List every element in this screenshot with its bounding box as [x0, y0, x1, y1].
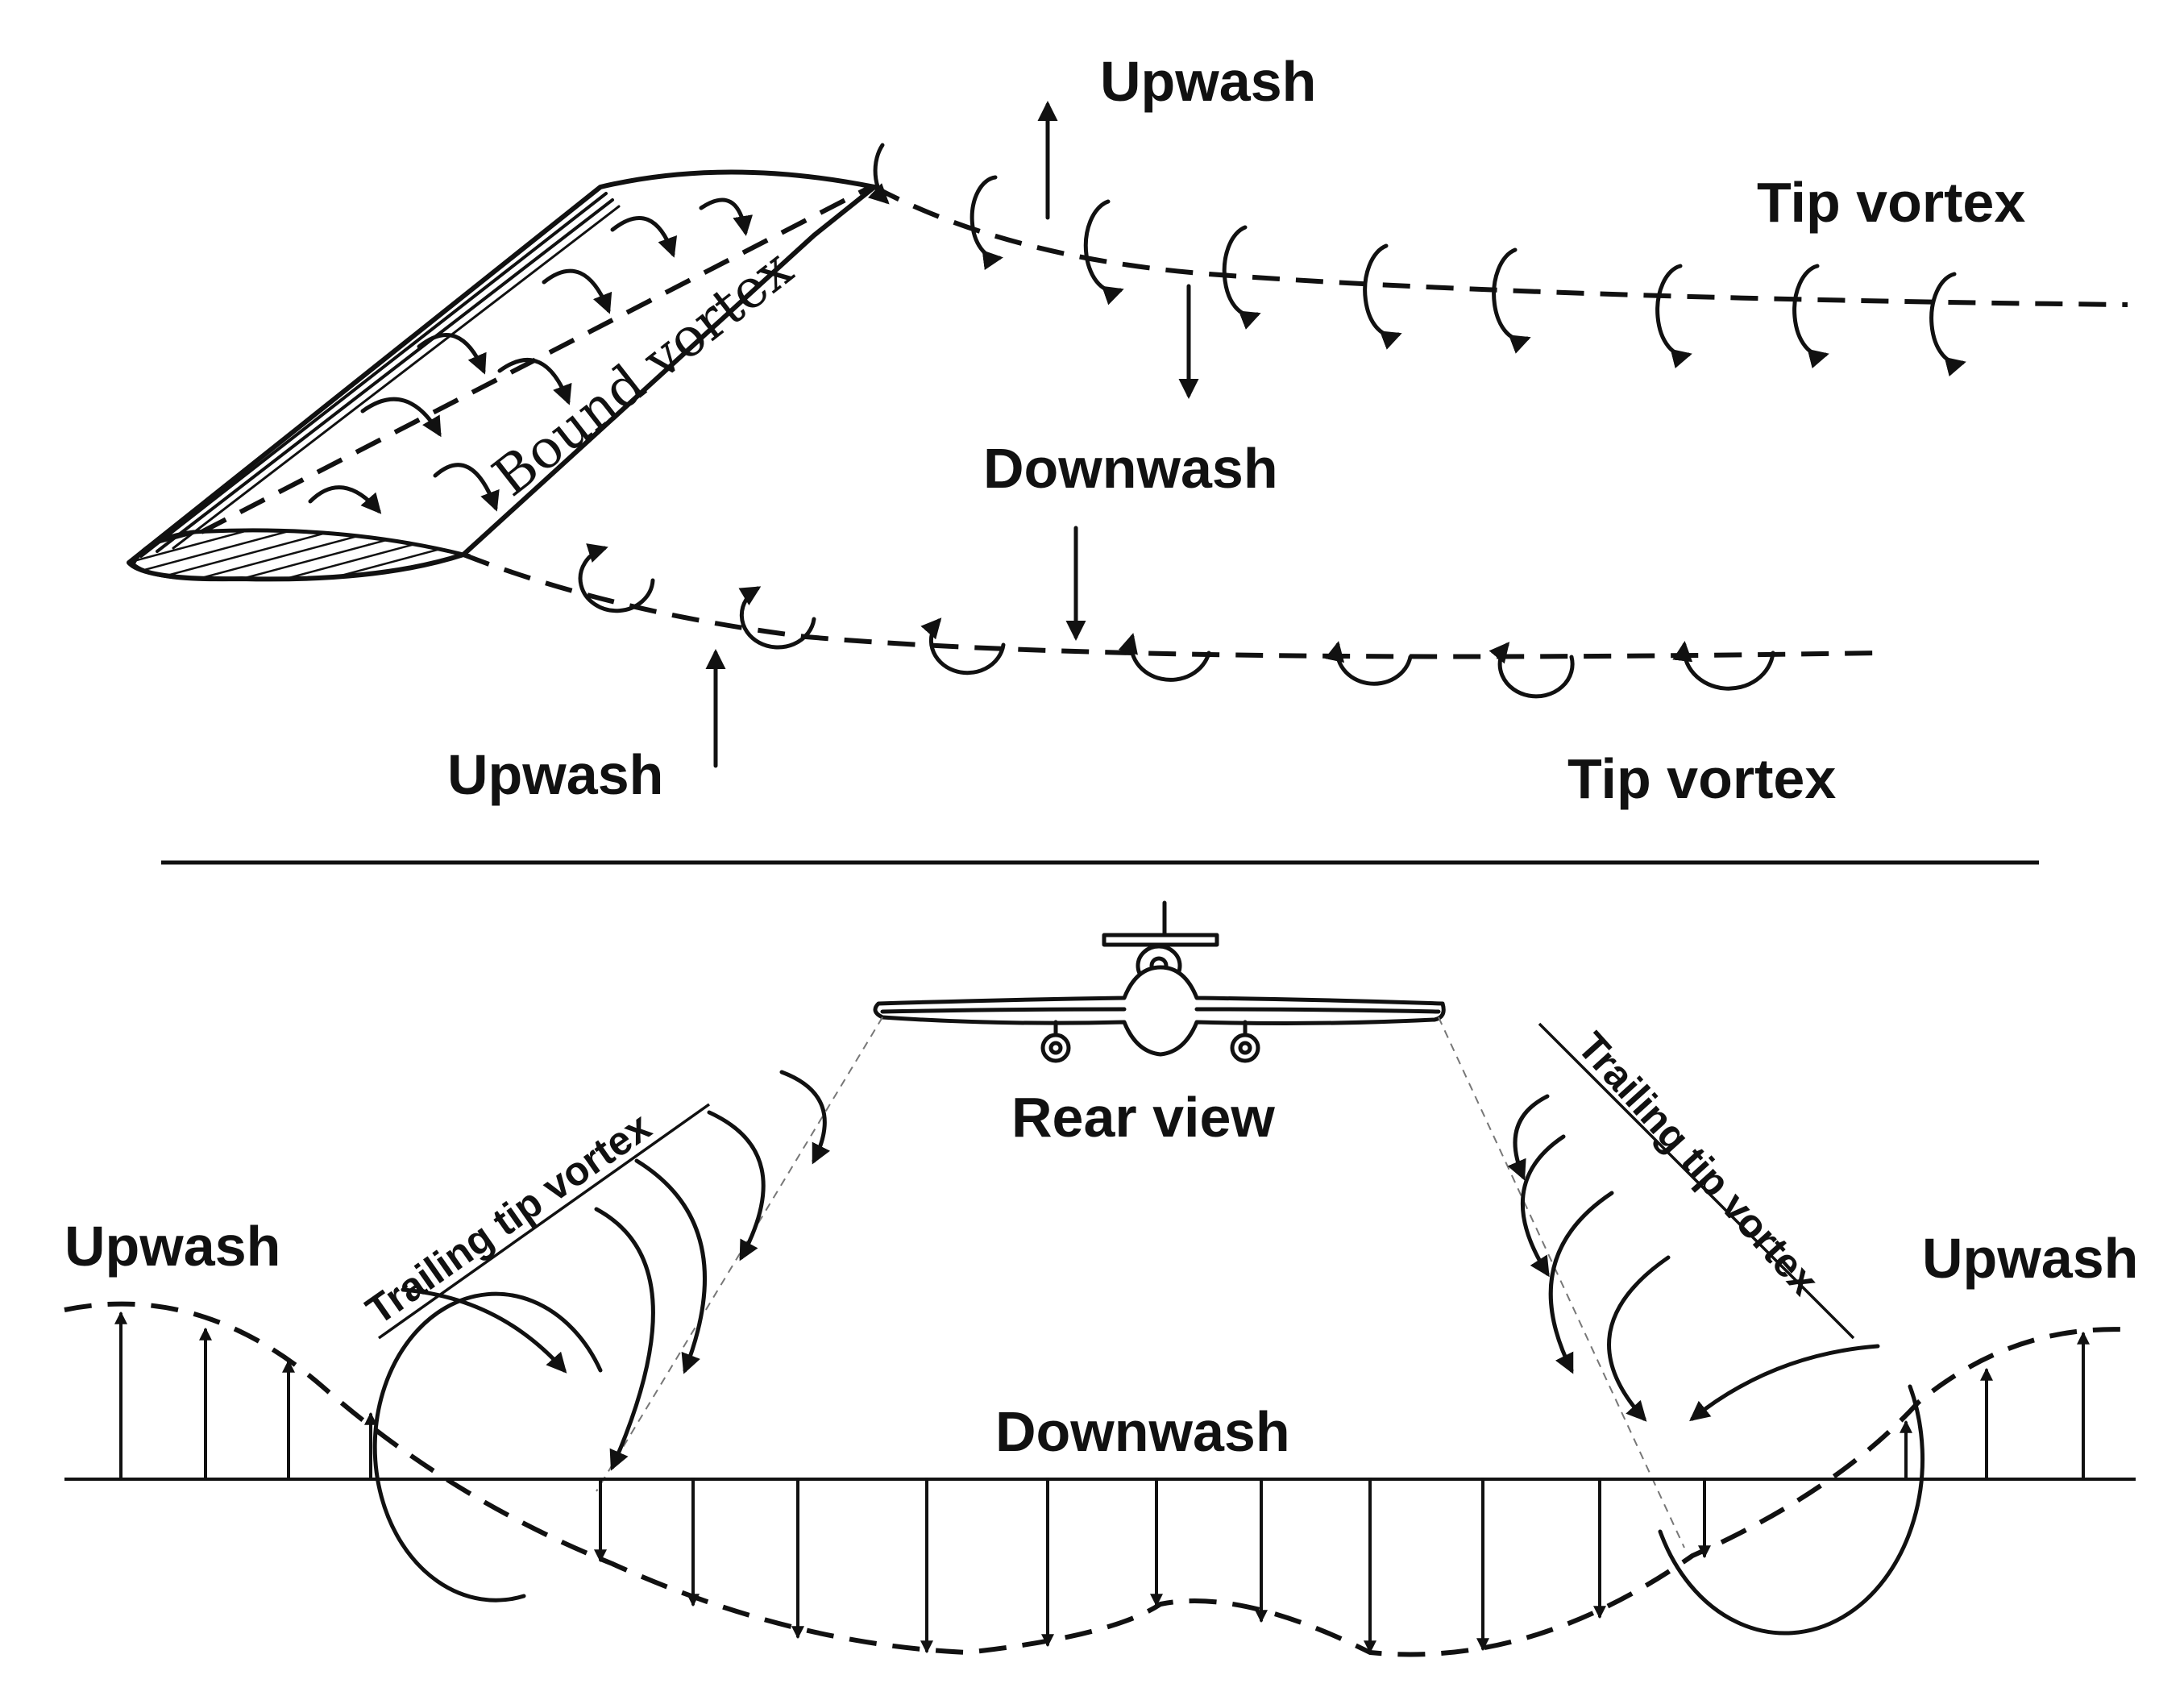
lower-tip-vortex	[462, 543, 1879, 699]
trailing-tip-vortex-label-right: Trailing tip vortex	[1569, 1024, 1828, 1303]
left-cone-edge-outer	[377, 1103, 711, 1340]
right-trailing-vortex	[1507, 1094, 1924, 1636]
rear-view-label: Rear view	[1011, 1086, 1275, 1149]
bound-vortex-arrows	[308, 197, 754, 514]
downwash-label-bottom: Downwash	[995, 1400, 1290, 1463]
upwash-arrows-left	[114, 1311, 377, 1481]
upwash-label-bottom: Upwash	[447, 743, 663, 806]
tip-vortex-label-top: Tip vortex	[1757, 171, 2025, 234]
upper-tip-vortex	[867, 143, 2128, 376]
upwash-label-left: Upwash	[64, 1215, 280, 1278]
upwash-label-right: Upwash	[1922, 1227, 2138, 1290]
downwash-arrows	[594, 1478, 1711, 1654]
wing-section	[127, 169, 877, 582]
left-cone-edge-inner	[596, 1016, 883, 1492]
downwash-label-top: Downwash	[983, 437, 1278, 500]
left-trailing-vortex	[372, 1070, 831, 1602]
bound-vortex-label: Bound vortex	[481, 237, 803, 508]
right-cone-edge-outer	[1538, 1022, 1855, 1340]
tip-vortex-label-bottom: Tip vortex	[1567, 747, 1836, 810]
upwash-label-top: Upwash	[1100, 50, 1316, 113]
upwash-arrows-right	[1900, 1331, 2090, 1481]
right-cone-edge-inner	[1438, 1016, 1685, 1548]
airplane-rear-view	[873, 900, 1446, 1063]
